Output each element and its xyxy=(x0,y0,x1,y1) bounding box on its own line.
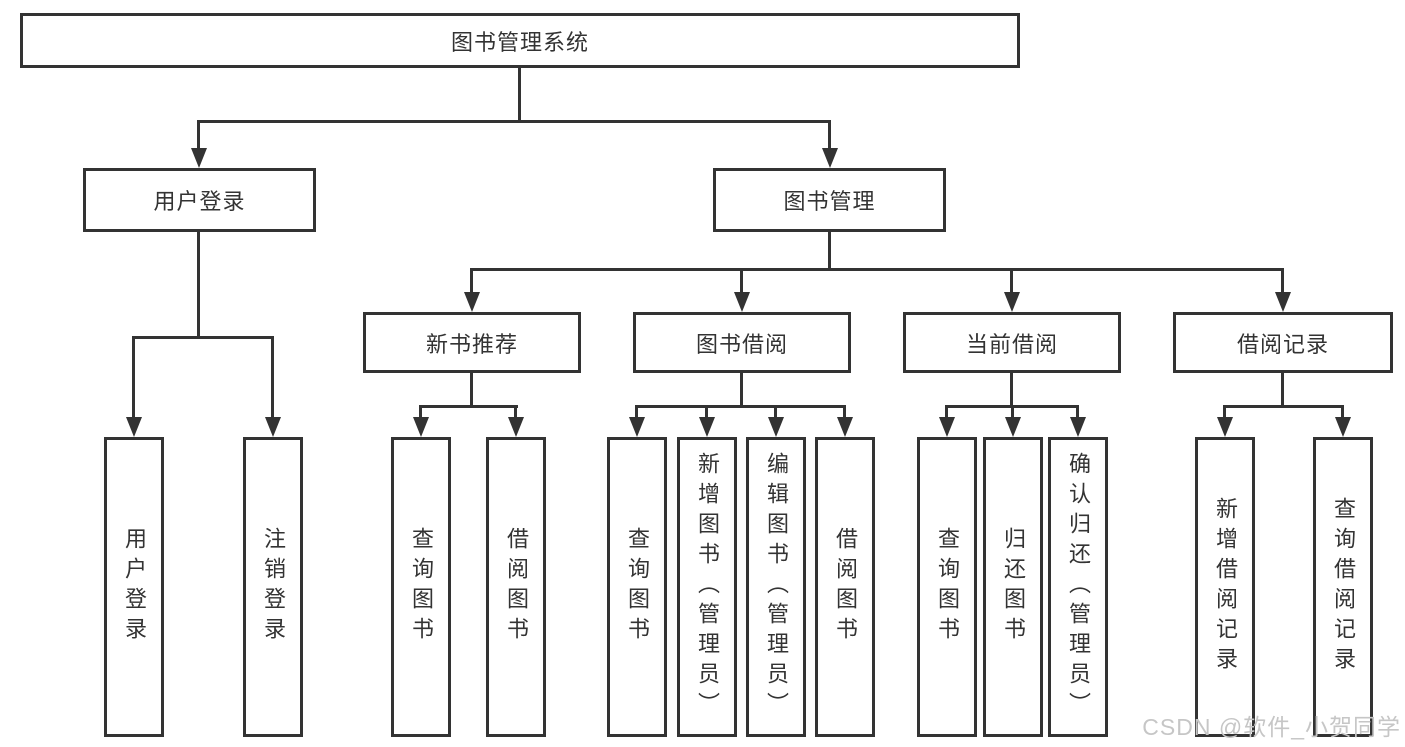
connector-line xyxy=(419,405,518,408)
node-user-login: 用户登录 xyxy=(83,168,316,232)
connector-line xyxy=(514,405,517,419)
arrow-down-icon xyxy=(939,417,955,437)
arrow-down-icon xyxy=(413,417,429,437)
connector-line xyxy=(470,268,473,294)
node-label: 图书借阅 xyxy=(695,331,788,357)
connector-line xyxy=(1010,373,1013,405)
node-leaf-add-borrow-record: 新增借阅记录 xyxy=(1195,437,1255,737)
node-label: 图书管理 xyxy=(783,189,876,214)
node-label: 用户登录 xyxy=(153,189,246,214)
arrow-down-icon xyxy=(1217,417,1233,437)
arrow-down-icon xyxy=(265,417,281,437)
node-leaf-confirm-return-admin: 确认归还（管理员） xyxy=(1048,437,1108,737)
node-label: 借阅记录 xyxy=(1236,331,1329,357)
connector-line xyxy=(1010,268,1013,294)
connector-line xyxy=(635,405,845,408)
connector-line xyxy=(470,268,1284,271)
connector-line xyxy=(945,405,948,419)
node-label: 查询图书 xyxy=(625,527,650,647)
node-label: 注销登录 xyxy=(261,527,286,647)
connector-line xyxy=(828,232,831,268)
arrow-down-icon xyxy=(699,417,715,437)
node-label: 编辑图书（管理员） xyxy=(764,452,789,722)
node-book-borrowing: 图书借阅 xyxy=(633,312,851,373)
connector-line xyxy=(1223,405,1344,408)
connector-line xyxy=(271,336,274,419)
csdn-watermark: CSDN @软件_小贺同学 xyxy=(1142,714,1401,740)
connector-line xyxy=(132,336,135,419)
node-label: 用户登录 xyxy=(122,527,147,647)
arrow-down-icon xyxy=(837,417,853,437)
connector-line xyxy=(740,373,743,405)
node-label: 查询图书 xyxy=(935,527,960,647)
node-new-book-recommend: 新书推荐 xyxy=(363,312,581,373)
connector-line xyxy=(197,232,200,336)
node-label: 新增借阅记录 xyxy=(1213,497,1238,677)
node-label: 确认归还（管理员） xyxy=(1066,452,1091,722)
node-leaf-add-books-admin: 新增图书（管理员） xyxy=(677,437,737,737)
node-book-management: 图书管理 xyxy=(713,168,946,232)
node-leaf-query-books-borrowing: 查询图书 xyxy=(607,437,667,737)
arrow-down-icon xyxy=(734,292,750,312)
connector-line xyxy=(705,405,708,419)
connector-line xyxy=(197,120,200,150)
arrow-down-icon xyxy=(1275,292,1291,312)
node-label: 新增图书（管理员） xyxy=(695,452,720,722)
node-current-borrowing: 当前借阅 xyxy=(903,312,1121,373)
connector-line xyxy=(1076,405,1079,419)
connector-line xyxy=(419,405,422,419)
node-leaf-user-login: 用户登录 xyxy=(104,437,164,737)
node-label: 归还图书 xyxy=(1001,527,1026,647)
connector-line xyxy=(1011,405,1014,419)
node-label: 借阅图书 xyxy=(504,527,529,647)
connector-line xyxy=(774,405,777,419)
connector-line xyxy=(1223,405,1226,419)
connector-line xyxy=(197,120,831,123)
node-leaf-query-borrow-record: 查询借阅记录 xyxy=(1313,437,1373,737)
node-label: 查询图书 xyxy=(409,527,434,647)
connector-line xyxy=(1281,268,1284,294)
arrow-down-icon xyxy=(1335,417,1351,437)
arrow-down-icon xyxy=(508,417,524,437)
arrow-down-icon xyxy=(1005,417,1021,437)
arrow-down-icon xyxy=(629,417,645,437)
connector-line xyxy=(470,373,473,405)
node-label: 当前借阅 xyxy=(965,331,1058,357)
node-root-library-system: 图书管理系统 xyxy=(20,13,1020,68)
connector-line xyxy=(132,336,274,339)
node-leaf-logout: 注销登录 xyxy=(243,437,303,737)
node-label: 借阅图书 xyxy=(833,527,858,647)
node-leaf-query-books-recommend: 查询图书 xyxy=(391,437,451,737)
node-leaf-borrow-books-recommend: 借阅图书 xyxy=(486,437,546,737)
connector-line xyxy=(1281,373,1284,405)
arrow-down-icon xyxy=(822,148,838,168)
arrow-down-icon xyxy=(1070,417,1086,437)
node-leaf-edit-books-admin: 编辑图书（管理员） xyxy=(746,437,806,737)
arrow-down-icon xyxy=(464,292,480,312)
node-borrowing-records: 借阅记录 xyxy=(1173,312,1393,373)
node-leaf-return-books: 归还图书 xyxy=(983,437,1043,737)
arrow-down-icon xyxy=(1004,292,1020,312)
node-leaf-query-books-current: 查询图书 xyxy=(917,437,977,737)
arrow-down-icon xyxy=(191,148,207,168)
connector-line xyxy=(518,68,521,120)
node-label: 新书推荐 xyxy=(425,331,518,357)
connector-line xyxy=(635,405,638,419)
arrow-down-icon xyxy=(126,417,142,437)
connector-line xyxy=(1341,405,1344,419)
node-leaf-borrow-books-borrowing: 借阅图书 xyxy=(815,437,875,737)
arrow-down-icon xyxy=(768,417,784,437)
connector-line xyxy=(828,120,831,150)
node-label: 图书管理系统 xyxy=(450,29,589,55)
node-label: 查询借阅记录 xyxy=(1331,497,1356,677)
connector-line xyxy=(740,268,743,294)
connector-line xyxy=(843,405,846,419)
